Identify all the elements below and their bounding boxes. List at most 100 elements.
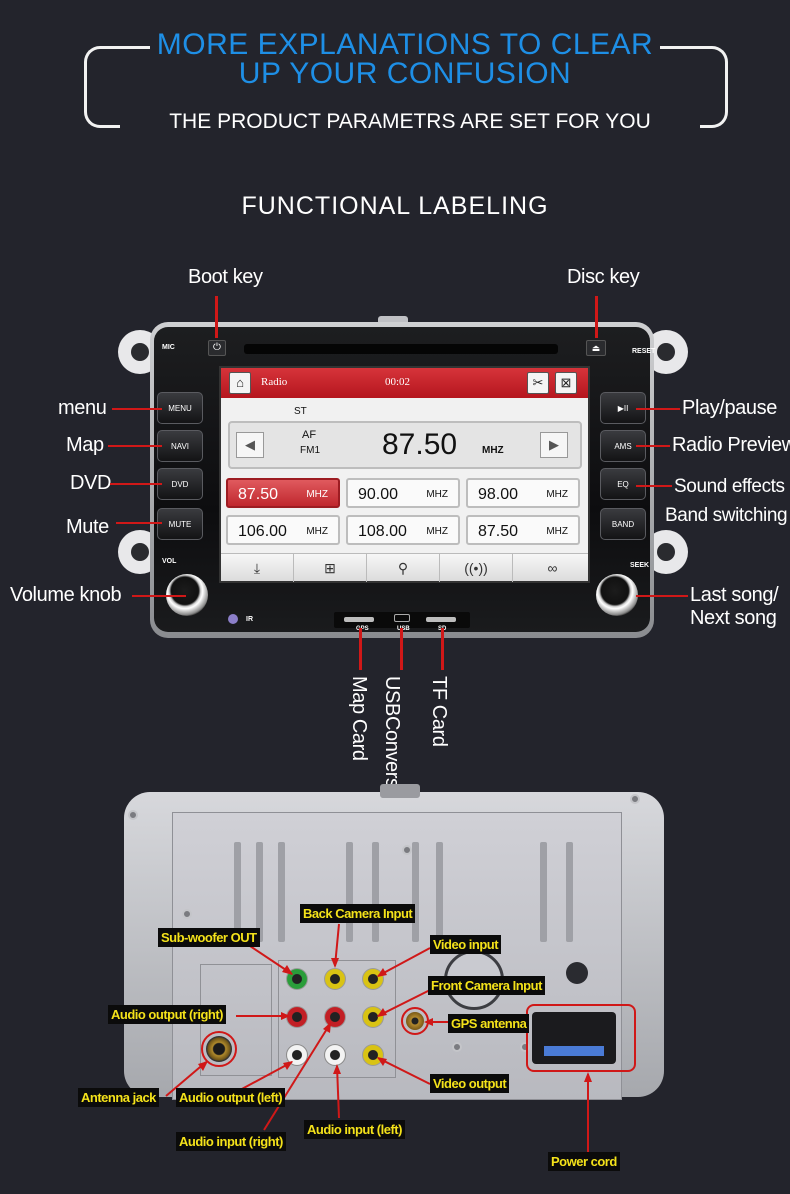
- band-button[interactable]: BAND: [600, 508, 646, 540]
- preset-button-1[interactable]: 87.50 MHZ: [226, 478, 340, 508]
- rear-rib: [566, 842, 573, 942]
- pointer-boot-key: [215, 296, 218, 338]
- power-icon[interactable]: ⏻: [208, 340, 226, 356]
- settings-tools-icon[interactable]: ✂: [527, 372, 549, 394]
- mute-button[interactable]: MUTE: [157, 508, 203, 540]
- preset-frequency: 108.00: [358, 523, 407, 540]
- rear-rib: [256, 842, 263, 942]
- usb-slot-label: USB: [397, 626, 410, 632]
- pointer-dvd: [110, 483, 162, 485]
- band-indicator: FM1: [300, 445, 320, 456]
- pointer-disc-key: [595, 296, 598, 338]
- eq-button[interactable]: EQ: [600, 468, 646, 500]
- label-band-switching: Band switching: [665, 505, 788, 526]
- eject-icon[interactable]: ⏏: [586, 340, 606, 356]
- label-radio-preview: Radio Preview: [672, 434, 790, 456]
- label-antenna-jack: Antenna jack: [78, 1088, 159, 1107]
- close-icon[interactable]: ⊠: [555, 372, 577, 394]
- label-gps-antenna: GPS antenna: [448, 1014, 530, 1033]
- arrow-audio-input-right: [263, 1023, 331, 1131]
- rear-rib: [372, 842, 379, 942]
- label-sound-effects: Sound effects: [674, 476, 785, 497]
- seek-back-button[interactable]: ◀: [236, 432, 264, 458]
- label-menu: menu: [58, 397, 107, 419]
- pointer-mute: [116, 522, 162, 524]
- preset-button-6[interactable]: 87.50 MHZ: [466, 515, 580, 545]
- preset-button-5[interactable]: 108.00 MHZ: [346, 515, 460, 545]
- pointer-menu: [112, 408, 162, 410]
- preset-unit: MHZ: [546, 489, 568, 500]
- vol-label: VOL: [162, 558, 177, 565]
- preset-frequency: 87.50: [478, 523, 519, 540]
- rear-screw: [520, 1042, 530, 1052]
- stereo-indicator: ST: [294, 406, 307, 417]
- sd-card-slot[interactable]: [426, 617, 456, 622]
- rca-video-input[interactable]: [362, 968, 384, 990]
- rds-icon[interactable]: ⊞: [294, 554, 367, 582]
- callout-power-cord: [526, 1004, 636, 1072]
- top-clip: [378, 316, 408, 326]
- preset-button-3[interactable]: 98.00 MHZ: [466, 478, 580, 508]
- label-boot-key: Boot key: [188, 266, 263, 288]
- preset-unit: MHZ: [546, 526, 568, 537]
- pointer-play-pause: [636, 408, 680, 410]
- rca-audio-output-left[interactable]: [286, 1044, 308, 1066]
- pointer-last-next-song: [636, 595, 688, 597]
- pointer-map-card: [359, 628, 362, 670]
- rear-mount-hole-left: [128, 810, 138, 820]
- rear-rib: [346, 842, 353, 942]
- rca-back-camera[interactable]: [324, 968, 346, 990]
- preset-unit: MHZ: [306, 489, 328, 500]
- headline-line-1: MORE EXPLANATIONS TO CLEAR: [156, 28, 654, 61]
- current-frequency: 87.50: [382, 428, 458, 461]
- gps-slot-label: GPS: [356, 626, 369, 632]
- headline: MORE EXPLANATIONS TO CLEAR UP YOUR CONFU…: [150, 28, 660, 89]
- rca-audio-input-right[interactable]: [324, 1006, 346, 1028]
- af-indicator: AF: [302, 429, 317, 441]
- home-icon[interactable]: ⌂: [229, 372, 251, 394]
- seek-knob[interactable]: [596, 574, 638, 616]
- ir-sensor-icon: [228, 614, 238, 624]
- loop-icon[interactable]: ∞: [547, 560, 558, 576]
- pointer-radio-preview: [636, 445, 670, 447]
- search-icon[interactable]: ⚲: [367, 554, 440, 582]
- antenna-signal-icon[interactable]: ((•)): [440, 554, 513, 582]
- rear-rib: [540, 842, 547, 942]
- rear-mount-hole-right: [630, 794, 640, 804]
- gps-card-slot[interactable]: [344, 617, 374, 622]
- rca-audio-input-left[interactable]: [324, 1044, 346, 1066]
- arrow-video-input: [377, 947, 431, 977]
- preset-frequency: 106.00: [238, 523, 287, 540]
- label-back-camera-input: Back Camera Input: [300, 904, 416, 923]
- label-audio-input-left: Audio input (left): [304, 1120, 405, 1139]
- preset-unit: MHZ: [426, 489, 448, 500]
- usb-port[interactable]: [394, 614, 410, 622]
- preset-unit: MHZ: [426, 526, 448, 537]
- pointer-usb: [400, 628, 403, 670]
- section-title: FUNCTIONAL LABELING: [241, 192, 549, 220]
- preset-frequency: 90.00: [358, 486, 399, 503]
- preset-button-2[interactable]: 90.00 MHZ: [346, 478, 460, 508]
- arrow-audio-input-left: [336, 1065, 340, 1119]
- radio-screen: ⌂ Radio 00:02 ✂ ⊠ ST ◀ AF FM1 87.50 MHZ …: [219, 366, 590, 583]
- save-preset-icon[interactable]: ⤓: [221, 554, 294, 582]
- subline: THE PRODUCT PARAMETRS ARE SET FOR YOU: [120, 110, 700, 134]
- rear-screw: [182, 909, 192, 919]
- preset-button-4[interactable]: 106.00 MHZ: [226, 515, 340, 545]
- pointer-tf-card: [441, 628, 444, 670]
- reset-label: RESET: [632, 348, 656, 355]
- seek-forward-button[interactable]: ▶: [540, 432, 568, 458]
- arrow-antenna-jack: [165, 1061, 207, 1097]
- label-map-card: Map Card: [348, 676, 370, 761]
- label-disc-key: Disc key: [567, 266, 640, 288]
- rca-video-output[interactable]: [362, 1044, 384, 1066]
- pointer-sound-effects: [636, 485, 672, 487]
- label-audio-output-left: Audio output (left): [176, 1088, 286, 1107]
- iso-hole: [566, 962, 588, 984]
- rca-front-camera[interactable]: [362, 1006, 384, 1028]
- screen-bottom-bar: ⤓ ⊞ ⚲ ((•)) ∞: [221, 553, 588, 582]
- power-connector-pins: [544, 1046, 604, 1056]
- rca-audio-output-right[interactable]: [286, 1006, 308, 1028]
- header-bracket-left: [84, 46, 154, 128]
